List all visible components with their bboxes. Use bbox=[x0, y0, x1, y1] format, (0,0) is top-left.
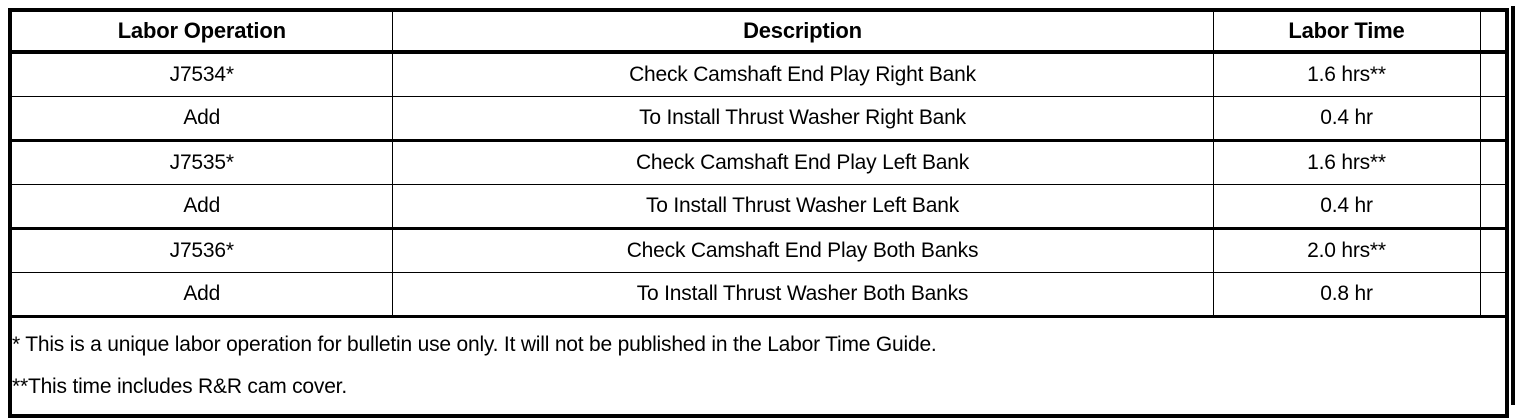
table-footnotes: * This is a unique labor operation for b… bbox=[9, 315, 1508, 417]
cell-labor-operation: Add bbox=[9, 272, 393, 317]
footnote-double-asterisk: **This time includes R&R cam cover. bbox=[12, 375, 347, 398]
table-row: Add To Install Thrust Washer Left Bank 0… bbox=[9, 184, 1507, 230]
column-header-description: Description bbox=[391, 10, 1214, 54]
cell-labor-time: 0.8 hr bbox=[1212, 272, 1481, 317]
cell-labor-time: 2.0 hrs** bbox=[1212, 228, 1481, 273]
labor-operation-table-page: Labor Operation Description Labor Time J… bbox=[8, 6, 1515, 418]
table-row: Add To Install Thrust Washer Both Banks … bbox=[9, 272, 1507, 317]
cell-labor-operation: Add bbox=[9, 96, 393, 142]
cell-description: Check Camshaft End Play Left Bank bbox=[391, 140, 1214, 185]
cell-spacer bbox=[1479, 51, 1507, 97]
cell-labor-time: 1.6 hrs** bbox=[1212, 140, 1481, 185]
cell-spacer bbox=[1479, 272, 1507, 317]
cell-description: Check Camshaft End Play Right Bank bbox=[391, 51, 1214, 97]
cell-description: Check Camshaft End Play Both Banks bbox=[391, 228, 1214, 273]
cell-labor-operation: J7536* bbox=[9, 228, 393, 273]
footnote-single-asterisk: * This is a unique labor operation for b… bbox=[12, 333, 937, 356]
table-body: J7534* Check Camshaft End Play Right Ban… bbox=[9, 51, 1508, 417]
column-header-labor-time: Labor Time bbox=[1212, 10, 1481, 54]
cell-labor-time: 1.6 hrs** bbox=[1212, 51, 1481, 97]
table-row: J7534* Check Camshaft End Play Right Ban… bbox=[9, 51, 1507, 97]
column-header-spacer bbox=[1479, 10, 1507, 54]
cell-spacer bbox=[1479, 96, 1507, 142]
cell-labor-operation: J7534* bbox=[9, 51, 393, 97]
cell-spacer bbox=[1479, 140, 1507, 185]
right-margin-rule bbox=[1511, 6, 1515, 405]
column-header-labor-operation: Labor Operation bbox=[9, 10, 393, 54]
cell-spacer bbox=[1479, 228, 1507, 273]
table-row: J7535* Check Camshaft End Play Left Bank… bbox=[9, 140, 1507, 185]
table-row: Add To Install Thrust Washer Right Bank … bbox=[9, 96, 1507, 142]
table-header: Labor Operation Description Labor Time bbox=[9, 10, 1507, 54]
labor-operation-table: Labor Operation Description Labor Time J… bbox=[8, 8, 1509, 418]
cell-labor-operation: Add bbox=[9, 184, 393, 230]
notes-row: * This is a unique labor operation for b… bbox=[9, 315, 1508, 417]
header-row: Labor Operation Description Labor Time bbox=[9, 10, 1507, 54]
cell-description: To Install Thrust Washer Both Banks bbox=[391, 272, 1214, 317]
cell-labor-time: 0.4 hr bbox=[1212, 96, 1481, 142]
cell-description: To Install Thrust Washer Right Bank bbox=[391, 96, 1214, 142]
table-row: J7536* Check Camshaft End Play Both Bank… bbox=[9, 228, 1507, 273]
cell-labor-operation: J7535* bbox=[9, 140, 393, 185]
cell-description: To Install Thrust Washer Left Bank bbox=[391, 184, 1214, 230]
cell-labor-time: 0.4 hr bbox=[1212, 184, 1481, 230]
cell-spacer bbox=[1479, 184, 1507, 230]
footnote-spacer bbox=[12, 358, 1505, 374]
